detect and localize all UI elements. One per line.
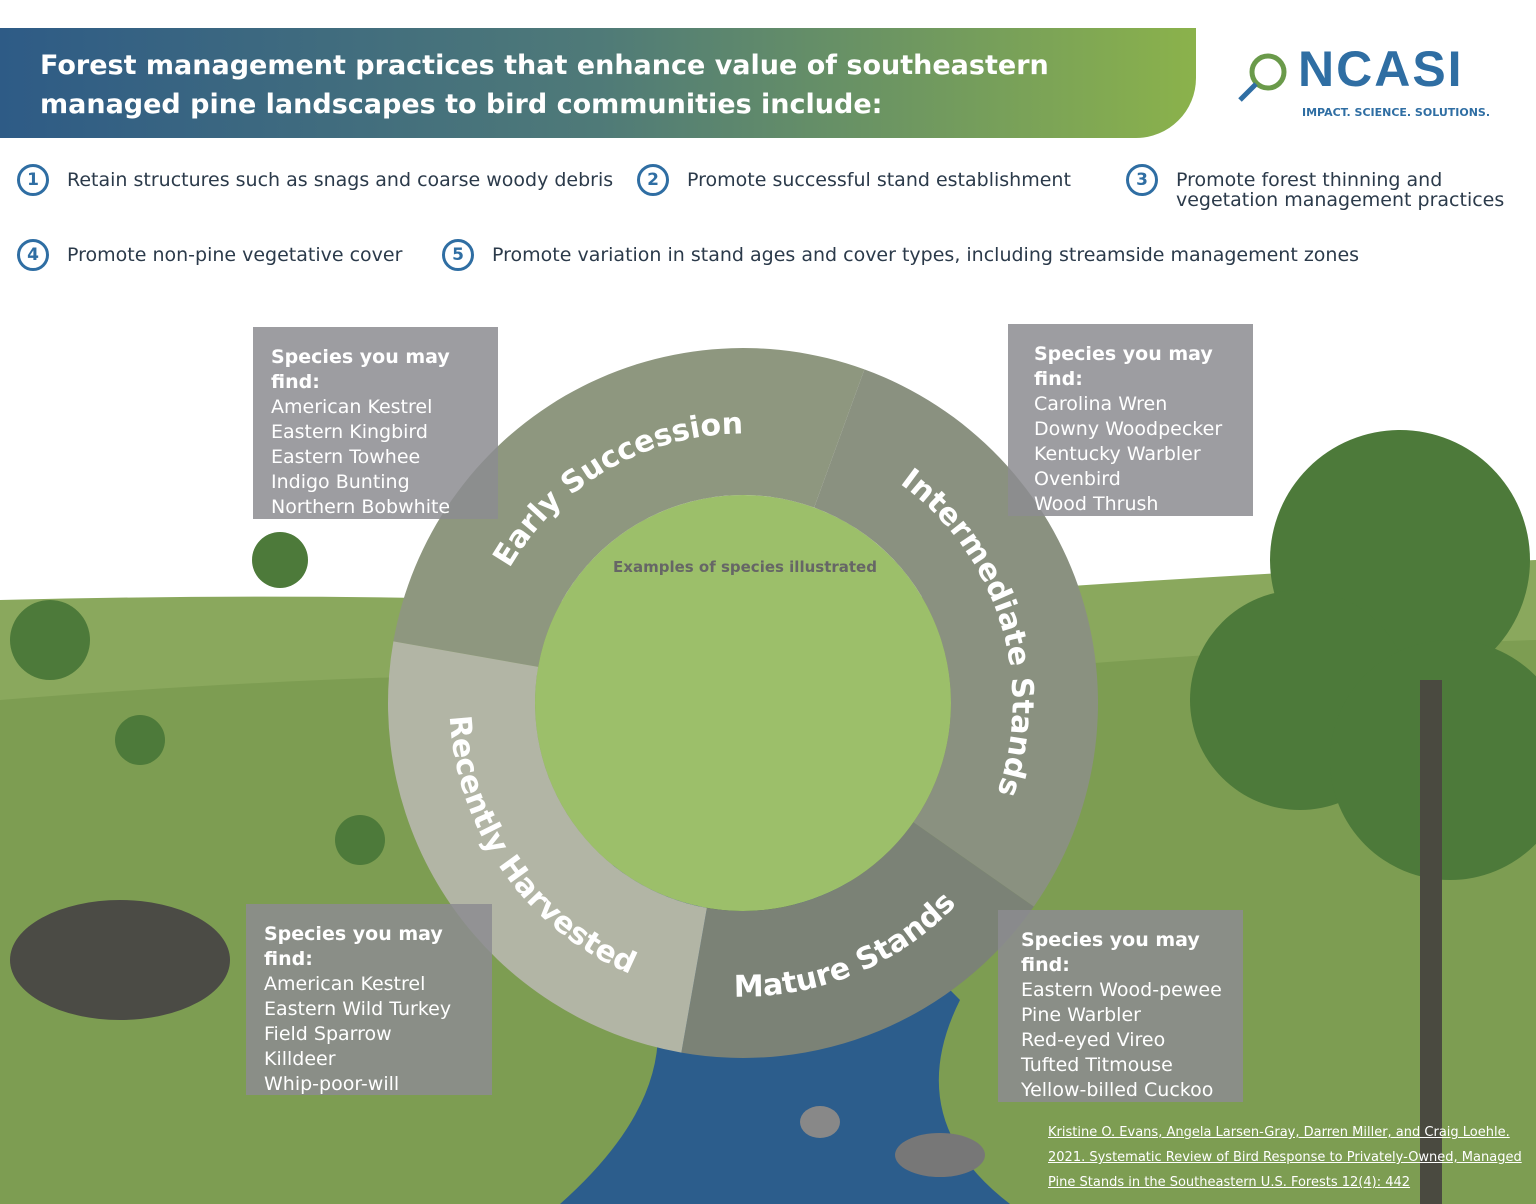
species-item: Eastern Wild Turkey xyxy=(264,998,452,1020)
species-item: Eastern Wood-pewee xyxy=(1021,979,1222,1001)
practice-text: Retain structures such as snags and coar… xyxy=(67,169,614,191)
practice-4: 4 Promote non-pine vegetative cover xyxy=(17,239,403,271)
brush-pile xyxy=(10,900,230,1020)
stage-segment xyxy=(681,822,1034,1058)
practice-3: 3 Promote forest thinning and vegetation … xyxy=(1126,164,1506,211)
practice-text: Promote successful stand establishment xyxy=(687,169,1071,191)
number-badge: 3 xyxy=(1126,164,1158,196)
logo-name: NCASI xyxy=(1298,41,1464,97)
species-item: Downy Woodpecker xyxy=(1034,418,1223,440)
number-badge: 5 xyxy=(442,239,474,271)
species-item: Indigo Bunting xyxy=(271,471,410,493)
species-item: Killdeer xyxy=(264,1048,336,1070)
species-item: Carolina Wren xyxy=(1034,393,1168,415)
species-item: Northern Bobwhite xyxy=(271,496,451,518)
practice-text: Promote forest thinning and vegetation m… xyxy=(1176,169,1505,211)
species-item: Wood Thrush xyxy=(1034,493,1159,515)
stage-segment xyxy=(393,347,865,667)
practice-1: 1 Retain structures such as snags and coa… xyxy=(17,164,614,196)
species-item: American Kestrel xyxy=(264,973,426,995)
stage-segment xyxy=(388,641,707,1053)
page-title: Forest management practices that enhance… xyxy=(40,50,1049,120)
logo-tagline: IMPACT. SCIENCE. SOLUTIONS. xyxy=(1302,106,1490,119)
practice-text: Promote variation in stand ages and cove… xyxy=(492,244,1360,266)
species-heading: Species you may find: xyxy=(271,346,450,393)
species-heading: Species you may find: xyxy=(1034,343,1213,390)
number-badge: 1 xyxy=(17,164,49,196)
species-heading: Species you may find: xyxy=(264,923,443,970)
practice-text: Promote non-pine vegetative cover xyxy=(67,244,403,266)
number-badge: 4 xyxy=(17,239,49,271)
species-item: Eastern Towhee xyxy=(271,446,421,468)
species-item: Ovenbird xyxy=(1034,468,1121,490)
species-box-mature: Species you may find: Eastern Wood-pewee… xyxy=(998,910,1243,1102)
rock xyxy=(895,1133,985,1177)
ring-center xyxy=(535,495,951,911)
species-item: Tufted Titmouse xyxy=(1021,1054,1173,1076)
species-item: American Kestrel xyxy=(271,396,433,418)
practice-5: 5 Promote variation in stand ages and cov… xyxy=(442,239,1360,271)
rock xyxy=(800,1106,840,1138)
citation-link[interactable]: Kristine O. Evans, Angela Larsen-Gray, D… xyxy=(1048,1125,1522,1190)
magnifier-leaf-icon xyxy=(1238,53,1287,102)
number-badge: 2 xyxy=(637,164,669,196)
species-item: Yellow-billed Cuckoo xyxy=(1021,1079,1214,1101)
species-item: Red-eyed Vireo xyxy=(1021,1029,1166,1051)
center-label: Examples of species illustrated xyxy=(613,558,877,576)
species-item: Kentucky Warbler xyxy=(1034,443,1201,465)
species-item: Whip-poor-will xyxy=(264,1073,400,1095)
species-item: Eastern Kingbird xyxy=(271,421,428,443)
species-heading: Species you may find: xyxy=(1021,929,1200,976)
title-banner: Forest management practices that enhance… xyxy=(0,28,1196,138)
practice-2: 2 Promote successful stand establishment xyxy=(637,164,1071,196)
species-item: Field Sparrow xyxy=(264,1023,392,1045)
species-item: Pine Warbler xyxy=(1021,1004,1141,1026)
